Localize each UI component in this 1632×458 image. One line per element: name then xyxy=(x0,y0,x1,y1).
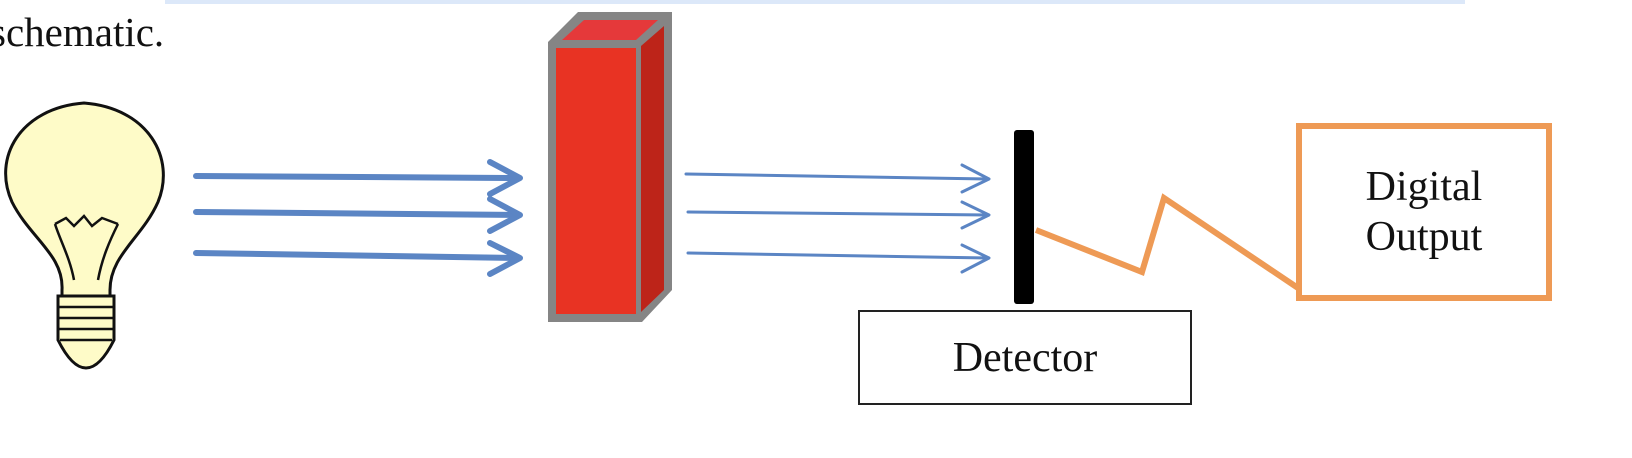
transmitted-arrowhead-2 xyxy=(960,200,991,230)
text-selection-highlight xyxy=(165,0,1465,4)
bulb-glass xyxy=(4,101,165,310)
incident-arrowhead-2 xyxy=(487,196,523,234)
transmitted-beam-2 xyxy=(686,210,990,217)
bulb-base xyxy=(56,294,116,370)
bulb-filament xyxy=(53,214,120,281)
detector-box: Detector xyxy=(858,310,1192,405)
cuvette-front-face xyxy=(556,48,636,314)
transmitted-arrowhead-3 xyxy=(960,243,991,274)
incident-beam-3 xyxy=(193,250,521,261)
digital-output-label: Digital Output xyxy=(1365,163,1483,260)
digital-output-box: Digital Output xyxy=(1296,123,1552,301)
incident-arrowhead-3 xyxy=(487,240,523,277)
transmitted-beam-3 xyxy=(686,251,990,260)
incident-beam-1 xyxy=(193,173,521,181)
signal-wire xyxy=(1034,193,1300,291)
detector-plate-icon xyxy=(1014,130,1034,304)
incident-beam-2 xyxy=(193,209,521,218)
detector-label: Detector xyxy=(952,334,1098,381)
bulb-base-threads xyxy=(58,305,114,342)
caption-fragment: schematic. xyxy=(0,9,165,55)
cuvette-top-face xyxy=(562,20,658,40)
incident-arrowhead-1 xyxy=(487,159,523,197)
incident-light-beams xyxy=(193,159,523,277)
cuvette-icon xyxy=(548,12,672,322)
transmitted-beam-1 xyxy=(684,172,990,181)
cuvette-side-face xyxy=(641,26,664,312)
transmitted-arrowhead-1 xyxy=(960,163,991,194)
light-bulb-icon xyxy=(4,101,165,370)
transmitted-light-beams xyxy=(684,163,991,274)
